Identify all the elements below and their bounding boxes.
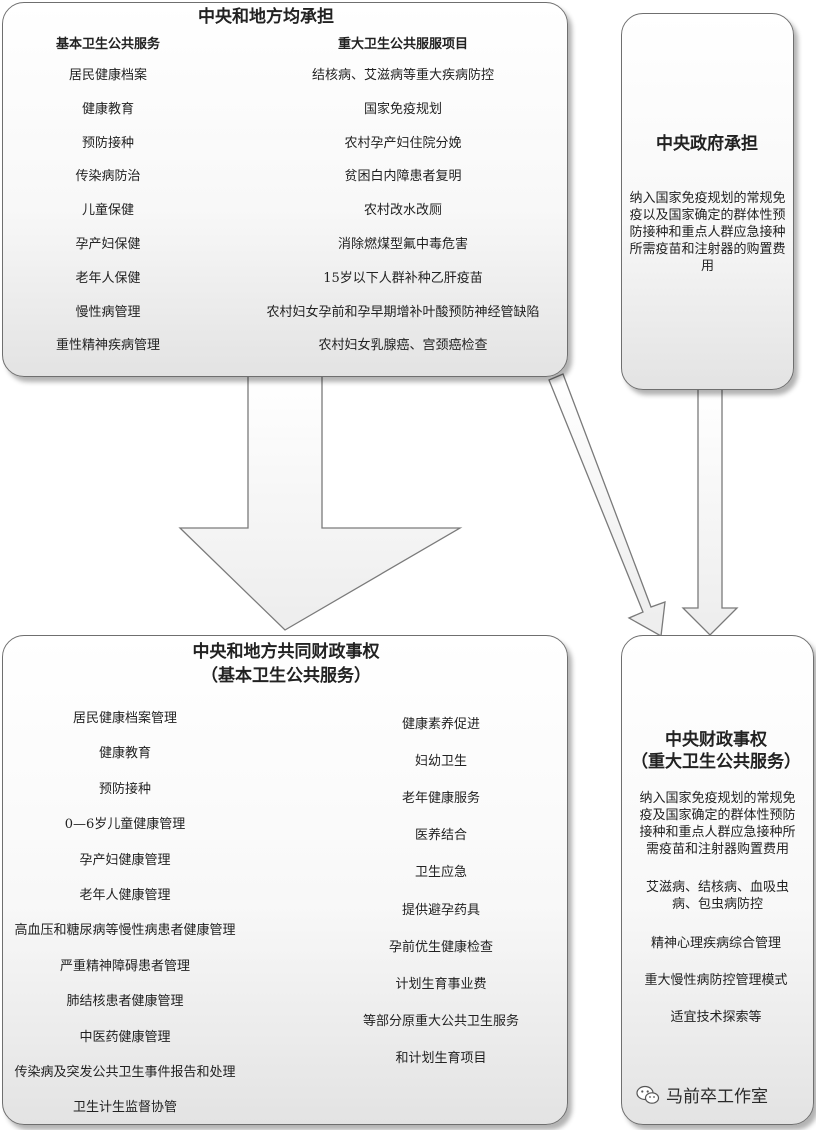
list-item: 贫困白内障患者复明 bbox=[344, 169, 462, 185]
list-item: 健康教育 bbox=[98, 746, 152, 762]
list-item: 预防接种 bbox=[81, 135, 135, 151]
central-fiscal-item-mental: 精神心理疾病综合管理 bbox=[650, 936, 782, 951]
big-down-arrow bbox=[178, 375, 463, 631]
joint-fiscal-box bbox=[2, 635, 568, 1125]
central-fiscal-item-chronic: 重大慢性病防控管理模式 bbox=[644, 973, 788, 988]
list-item: 医养结合 bbox=[414, 828, 468, 844]
list-item: 孕产妇保健 bbox=[75, 237, 141, 252]
list-item: 结核病、艾滋病等重大疾病防控 bbox=[311, 68, 495, 83]
list-item: 居民健康档案管理 bbox=[72, 711, 178, 726]
basic-services-header: 基本卫生公共服务 bbox=[55, 37, 161, 52]
list-item: 健康素养促进 bbox=[401, 717, 481, 732]
joint-fiscal-title: 中央和地方共同财政事权 bbox=[192, 642, 380, 662]
major-projects-header: 重大卫生公共服服项目 bbox=[337, 37, 469, 52]
central-fiscal-box bbox=[621, 635, 814, 1125]
list-item: 国家免疫规划 bbox=[363, 101, 443, 117]
central-gov-title: 中央政府承担 bbox=[656, 134, 758, 154]
shared-responsibility-title: 中央和地方均承担 bbox=[198, 7, 334, 27]
right-down-arrow bbox=[681, 387, 739, 636]
central-fiscal-disease-text: 艾滋病、结核病、血吸虫 病、包虫病防控 bbox=[645, 880, 789, 912]
list-item: 农村改水改厕 bbox=[363, 203, 443, 219]
central-gov-text: 纳入国家免疫规划的常规免 疫以及国家确定的群体性预 防接种和重点人群应急接种 所… bbox=[629, 191, 786, 274]
list-item: 孕产妇健康管理 bbox=[79, 852, 171, 868]
list-item: 计划生育事业费 bbox=[395, 976, 487, 992]
list-item: 农村妇女孕前和孕早期增补叶酸预防神经管缺陷 bbox=[266, 304, 540, 320]
watermark-text: 马前卒工作室 bbox=[666, 1087, 768, 1107]
list-item: 中医药健康管理 bbox=[79, 1029, 171, 1045]
list-item: 提供避孕药具 bbox=[401, 902, 481, 918]
central-fiscal-vaccine-text: 纳入国家免疫规划的常规免 疫及国家确定的群体性预防 接种和重点人群应急接种所 需… bbox=[639, 791, 796, 857]
list-item: 卫生应急 bbox=[414, 865, 468, 881]
list-item: 严重精神障碍患者管理 bbox=[59, 958, 191, 974]
central-fiscal-subtitle: （重大卫生公共服务） bbox=[631, 752, 801, 772]
list-item: 慢性病管理 bbox=[75, 304, 141, 320]
list-item: 0—6岁儿童健康管理 bbox=[64, 817, 186, 833]
list-item: 和计划生育项目 bbox=[395, 1050, 487, 1066]
central-gov-box bbox=[621, 13, 794, 390]
list-item: 传染病防治 bbox=[75, 169, 141, 185]
list-item: 老年人保健 bbox=[75, 270, 141, 286]
list-item: 预防接种 bbox=[98, 781, 152, 797]
list-item: 等部分原重大公共卫生服务 bbox=[362, 1013, 520, 1029]
list-item: 15岁以下人群补种乙肝疫苗 bbox=[323, 270, 483, 286]
list-item: 传染病及突发公共卫生事件报告和处理 bbox=[14, 1065, 236, 1080]
list-item: 妇幼卫生 bbox=[414, 754, 468, 770]
list-item: 重性精神疾病管理 bbox=[55, 338, 161, 354]
watermark: 马前卒工作室 bbox=[636, 1082, 768, 1107]
joint-fiscal-subtitle: （基本卫生公共服务） bbox=[201, 666, 371, 686]
list-item: 老年健康服务 bbox=[401, 791, 481, 807]
list-item: 消除燃煤型氟中毒危害 bbox=[337, 237, 469, 252]
wechat-icon bbox=[636, 1085, 660, 1104]
list-item: 健康教育 bbox=[81, 101, 135, 117]
list-item: 高血压和糖尿病等慢性病患者健康管理 bbox=[14, 923, 236, 939]
list-item: 孕前优生健康检查 bbox=[388, 939, 494, 955]
list-item: 老年人健康管理 bbox=[79, 888, 171, 903]
shared-responsibility-box bbox=[2, 2, 568, 377]
central-fiscal-item-tech: 适宜技术探索等 bbox=[670, 1010, 762, 1025]
list-item: 卫生计生监督协管 bbox=[72, 1100, 178, 1116]
list-item: 农村妇女乳腺癌、宫颈癌检查 bbox=[318, 338, 488, 354]
list-item: 农村孕产妇住院分娩 bbox=[344, 135, 462, 151]
list-item: 居民健康档案 bbox=[68, 68, 148, 83]
list-item: 儿童保健 bbox=[81, 203, 135, 219]
central-fiscal-title: 中央财政事权 bbox=[665, 730, 767, 750]
diagonal-arrow bbox=[548, 373, 666, 638]
list-item: 肺结核患者健康管理 bbox=[66, 994, 184, 1010]
